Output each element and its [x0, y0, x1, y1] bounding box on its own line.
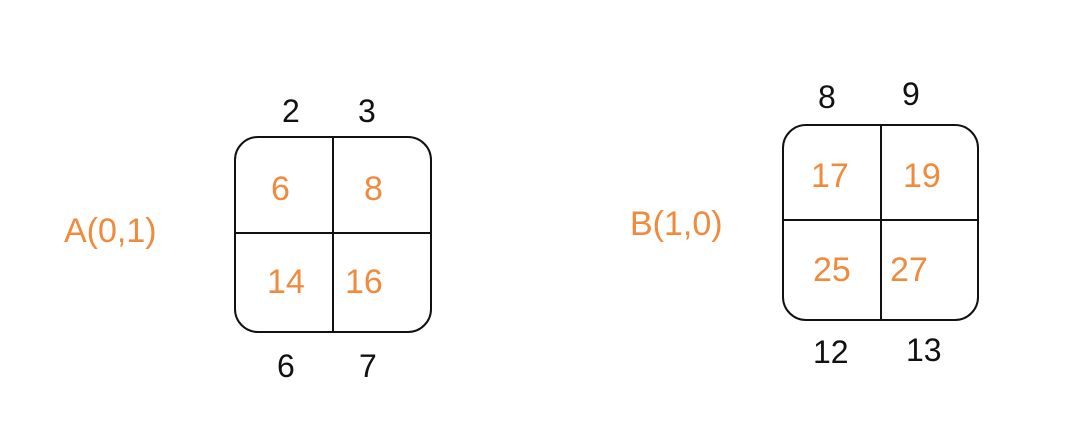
matrix-a-top-number-1: 2: [282, 93, 300, 129]
matrix-a-grid: [234, 136, 432, 333]
matrix-b-cell-value: 27: [890, 251, 928, 289]
matrix-b-bottom-number-1: 12: [813, 334, 849, 370]
matrix-a-label: A(0,1): [64, 212, 157, 250]
matrix-a-top-number-2: 3: [358, 93, 376, 129]
matrix-b-bottom-number-2: 13: [906, 332, 942, 368]
matrix-b-grid: [782, 124, 979, 321]
matrix-b-vertical-divider: [880, 126, 882, 319]
matrix-a-cell-value: 16: [345, 263, 383, 301]
matrix-b-cell-value: 19: [903, 157, 941, 195]
matrix-b-top-number-2: 9: [902, 76, 920, 112]
matrix-b-top-number-1: 8: [818, 79, 836, 115]
matrix-a-bottom-number-1: 6: [277, 348, 295, 384]
matrix-b-cell-value: 25: [813, 251, 851, 289]
matrix-a-vertical-divider: [332, 138, 334, 331]
matrix-a-cell-value: 6: [271, 170, 290, 208]
matrix-b-label: B(1,0): [630, 205, 723, 243]
matrix-b-horizontal-divider: [784, 219, 977, 221]
matrix-a-horizontal-divider: [236, 232, 430, 234]
matrix-a-bottom-number-2: 7: [359, 348, 377, 384]
matrix-a-cell-value: 14: [267, 263, 305, 301]
matrix-a-cell-value: 8: [364, 170, 383, 208]
matrix-b-cell-value: 17: [811, 157, 849, 195]
